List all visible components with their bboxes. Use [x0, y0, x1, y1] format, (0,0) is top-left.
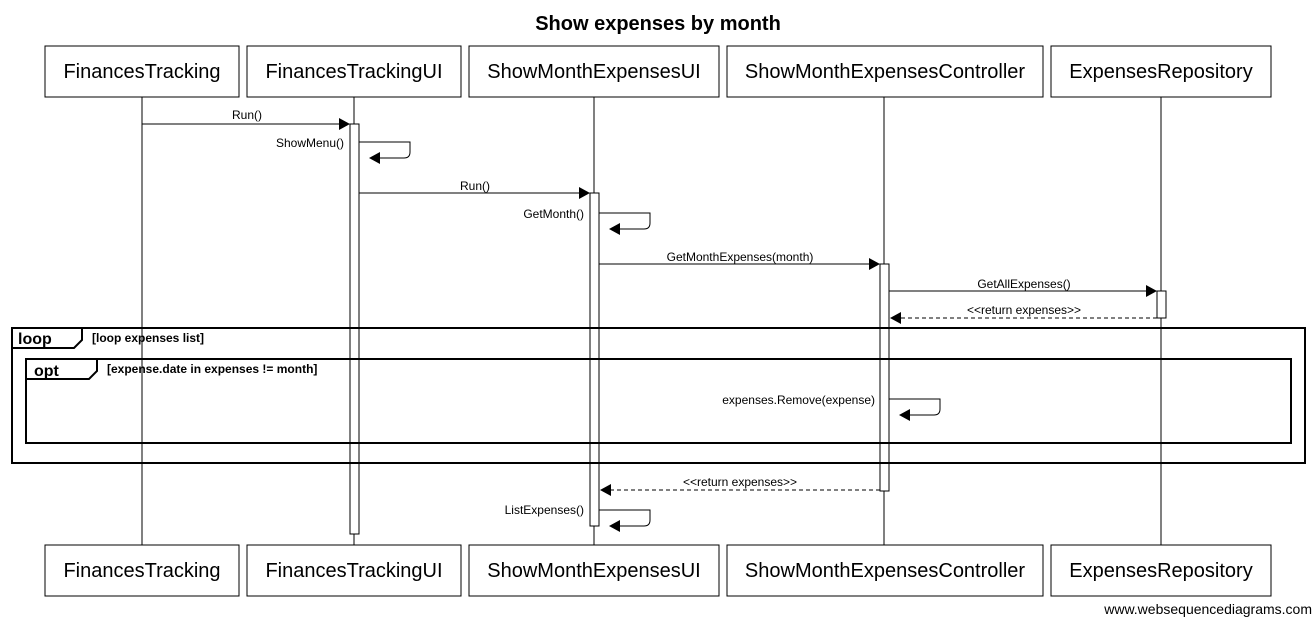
participant-label-financestrackingui: FinancesTrackingUI: [265, 61, 442, 83]
watermark-link[interactable]: www.websequencediagrams.com: [1103, 601, 1312, 617]
opt-frame: [25, 358, 1292, 444]
loop-label-tab: [12, 327, 83, 349]
message-label-run-2: Run(): [460, 179, 490, 193]
message-label-showmenu: ShowMenu(): [276, 136, 344, 150]
opt-label-tab: [26, 358, 98, 380]
participant-label-showmonthexpensescontroller: ShowMonthExpensesController: [745, 61, 1025, 83]
participants-top: FinancesTracking FinancesTrackingUI Show…: [44, 45, 1272, 98]
message-arrow-getmonth: [599, 212, 651, 235]
activation-showmonthexpensescontroller: [879, 263, 890, 492]
participant-box-bottom-financestrackingui: [246, 544, 462, 597]
participant-label-bottom-showmonthexpensesui: ShowMonthExpensesUI: [487, 560, 700, 582]
opt-label: opt: [34, 363, 60, 380]
messages: Run() ShowMenu() Run() GetMonth() GetMon…: [142, 108, 1157, 532]
activation-expensesrepository: [1156, 290, 1167, 319]
return-arrowhead-1: [890, 312, 901, 324]
participant-label-showmonthexpensesui: ShowMonthExpensesUI: [487, 61, 700, 83]
message-label-return-expenses-2: <<return expenses>>: [683, 475, 797, 489]
message-arrow-showmenu: [359, 141, 411, 164]
message-label-remove-expense: expenses.Remove(expense): [722, 393, 875, 407]
participant-box-expensesrepository: [1050, 45, 1272, 98]
participant-label-expensesrepository: ExpensesRepository: [1069, 61, 1252, 83]
message-arrow-remove-expense: [889, 398, 941, 421]
participant-label-financestracking: FinancesTracking: [63, 61, 220, 83]
participant-box-financestrackingui: [246, 45, 462, 98]
message-label-return-expenses-1: <<return expenses>>: [967, 303, 1081, 317]
message-arrow-listexpenses: [599, 509, 651, 532]
lifelines: [141, 97, 1162, 545]
participants-bottom: FinancesTracking FinancesTrackingUI Show…: [44, 544, 1272, 597]
loop-label: loop: [18, 331, 52, 348]
diagram-title: Show expenses by month: [535, 13, 781, 35]
participant-box-bottom-financestracking: [44, 544, 240, 597]
opt-fragment: opt [expense.date in expenses != month]: [25, 358, 1292, 444]
message-label-getallexpenses: GetAllExpenses(): [977, 277, 1070, 291]
participant-box-bottom-showmonthexpensesui: [468, 544, 720, 597]
message-label-listexpenses: ListExpenses(): [505, 503, 584, 517]
participant-box-bottom-expensesrepository: [1050, 544, 1272, 597]
participant-label-bottom-financestrackingui: FinancesTrackingUI: [265, 560, 442, 582]
participant-box-bottom-showmonthexpensescontroller: [726, 544, 1044, 597]
message-label-getmonthexpenses: GetMonthExpenses(month): [667, 250, 814, 264]
loop-condition: [loop expenses list]: [92, 331, 204, 345]
participant-box-financestracking: [44, 45, 240, 98]
participant-box-showmonthexpensesui: [468, 45, 720, 98]
participant-label-bottom-financestracking: FinancesTracking: [63, 560, 220, 582]
participant-label-bottom-showmonthexpensescontroller: ShowMonthExpensesController: [745, 560, 1025, 582]
message-label-run-1: Run(): [232, 108, 262, 122]
participant-label-bottom-expensesrepository: ExpensesRepository: [1069, 560, 1252, 582]
message-label-getmonth: GetMonth(): [523, 207, 584, 221]
return-arrowhead-2: [600, 484, 611, 496]
loop-fragment: loop [loop expenses list]: [11, 327, 1306, 464]
opt-condition: [expense.date in expenses != month]: [107, 362, 317, 376]
participant-box-showmonthexpensescontroller: [726, 45, 1044, 98]
loop-frame: [11, 327, 1306, 464]
